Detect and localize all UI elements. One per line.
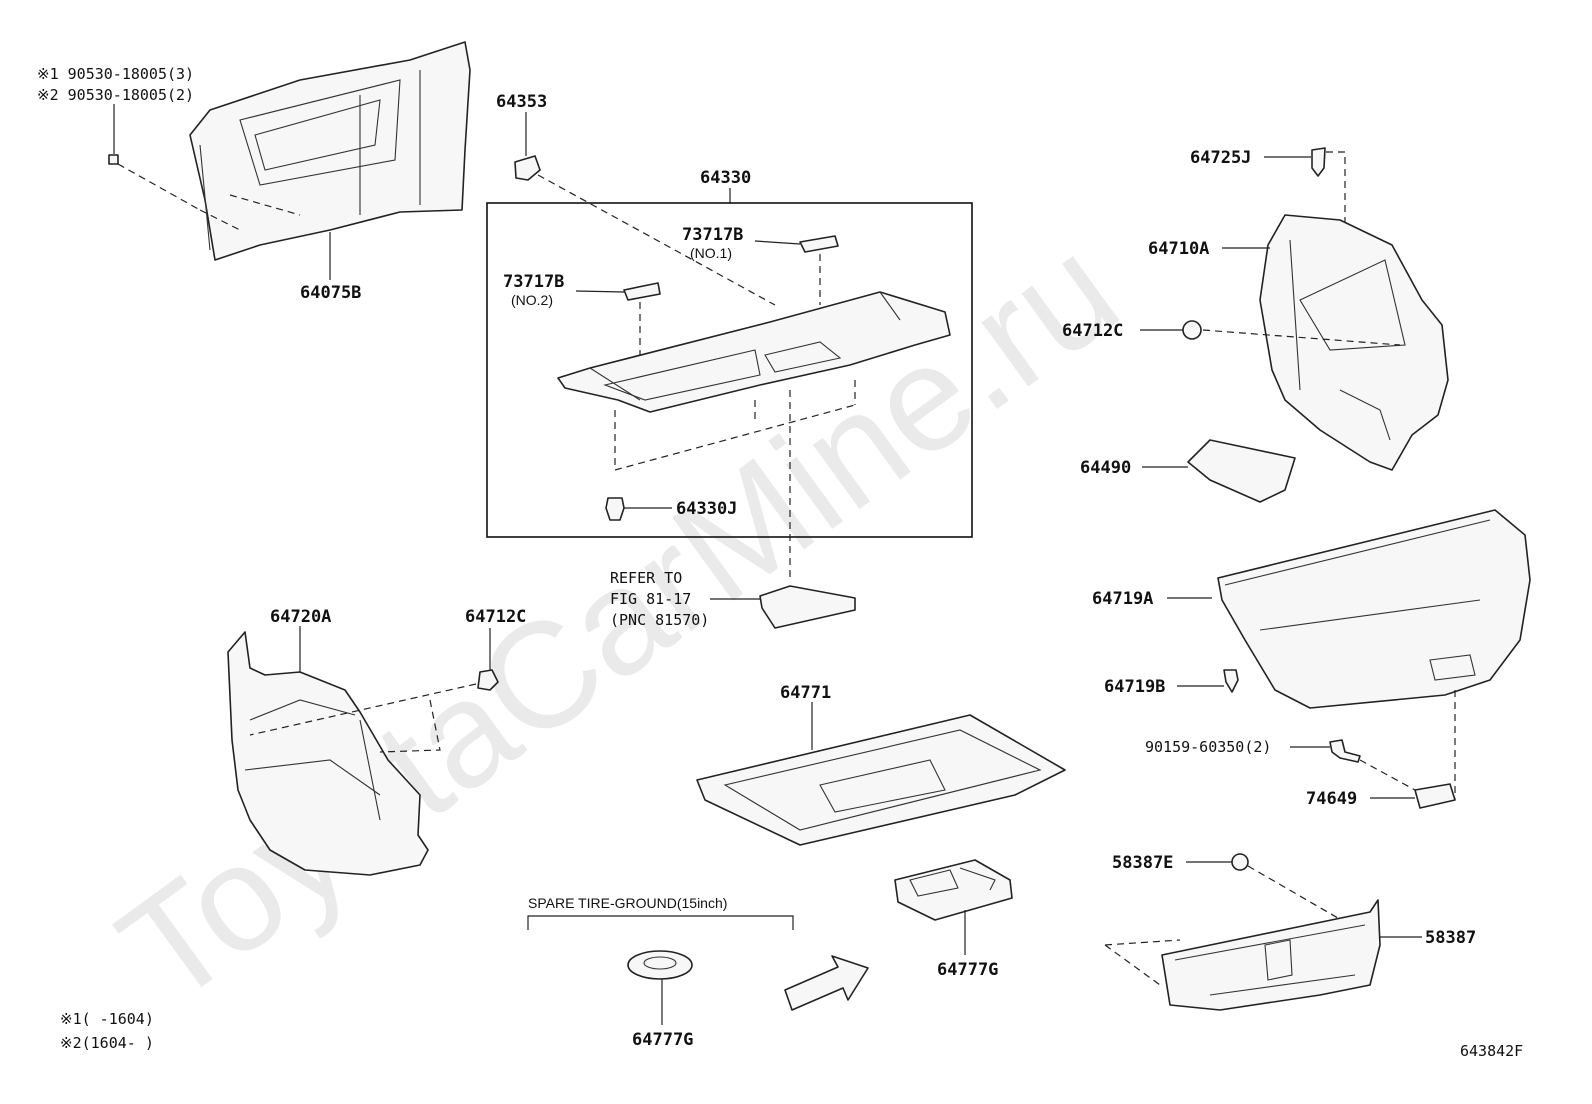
clip-73717B-no2[interactable]	[623, 282, 661, 301]
bracket-64490[interactable]	[1187, 439, 1296, 503]
footnote-2: ※2(1604- )	[60, 1034, 154, 1052]
label-64710A: 64710A	[1148, 239, 1209, 259]
high-mount-stop-lamp[interactable]	[759, 585, 856, 629]
arrow-icon	[784, 955, 869, 1011]
note-line2: ※2 90530-18005(2)	[37, 86, 194, 104]
label-90159-60350: 90159-60350(2)	[1145, 738, 1271, 756]
rear-panel-trim-58387[interactable]	[1161, 899, 1381, 1011]
label-no1: (NO.1)	[690, 245, 732, 261]
label-64777G-b: 64777G	[937, 960, 998, 980]
quarter-trim-64710A[interactable]	[1259, 214, 1449, 471]
trunk-lid-trim-64719A[interactable]	[1217, 509, 1531, 709]
label-74649: 74649	[1306, 789, 1357, 809]
figure-code: 643842F	[1460, 1042, 1523, 1060]
tire-holder-disc[interactable]	[627, 950, 693, 980]
tool-tray-64777G[interactable]	[894, 859, 1013, 921]
clip-64719B[interactable]	[1223, 669, 1239, 693]
label-64712C-right: 64712C	[1062, 321, 1123, 341]
label-64330: 64330	[700, 168, 751, 188]
label-73717B-no2: 73717B	[503, 272, 564, 292]
label-64075B: 64075B	[300, 283, 361, 303]
clip-64712C-right[interactable]	[1182, 320, 1202, 340]
clip-64330J[interactable]	[605, 497, 625, 521]
group-box-64330	[486, 202, 973, 538]
clip-90530-18005[interactable]	[108, 154, 119, 165]
label-spare-tire: SPARE TIRE-GROUND(15inch)	[528, 895, 727, 911]
part-64075B[interactable]	[189, 41, 471, 261]
label-refer-fig: FIG 81-17	[610, 590, 691, 608]
label-64719B: 64719B	[1104, 677, 1165, 697]
label-refer-to: REFER TO	[610, 569, 682, 587]
clip-64353[interactable]	[514, 155, 541, 181]
side-trim-64720A[interactable]	[227, 631, 429, 876]
package-tray-64330[interactable]	[557, 291, 951, 413]
label-73717B-no1: 73717B	[682, 225, 743, 245]
label-58387E: 58387E	[1112, 853, 1173, 873]
note-line1: ※1 90530-18005(3)	[37, 65, 194, 83]
label-refer-pnc: (PNC 81570)	[610, 611, 709, 629]
clip-58387E[interactable]	[1231, 853, 1249, 871]
label-64720A: 64720A	[270, 607, 331, 627]
floor-mat-64771[interactable]	[696, 714, 1066, 846]
footnote-1: ※1( -1604)	[60, 1010, 154, 1028]
label-64490: 64490	[1080, 458, 1131, 478]
label-64771: 64771	[780, 683, 831, 703]
label-58387: 58387	[1425, 928, 1476, 948]
label-64712C-left: 64712C	[465, 607, 526, 627]
label-no2: (NO.2)	[511, 292, 553, 308]
label-64719A: 64719A	[1092, 589, 1153, 609]
clip-64725J[interactable]	[1311, 147, 1326, 177]
label-64725J: 64725J	[1190, 148, 1251, 168]
clip-64712C-left[interactable]	[477, 669, 499, 691]
clip-73717B-no1[interactable]	[799, 235, 839, 253]
label-64353: 64353	[496, 92, 547, 112]
label-64777G-a: 64777G	[632, 1030, 693, 1050]
screw-90159-60350[interactable]	[1329, 739, 1361, 763]
handle-74649[interactable]	[1414, 783, 1456, 809]
label-64330J: 64330J	[676, 499, 737, 519]
